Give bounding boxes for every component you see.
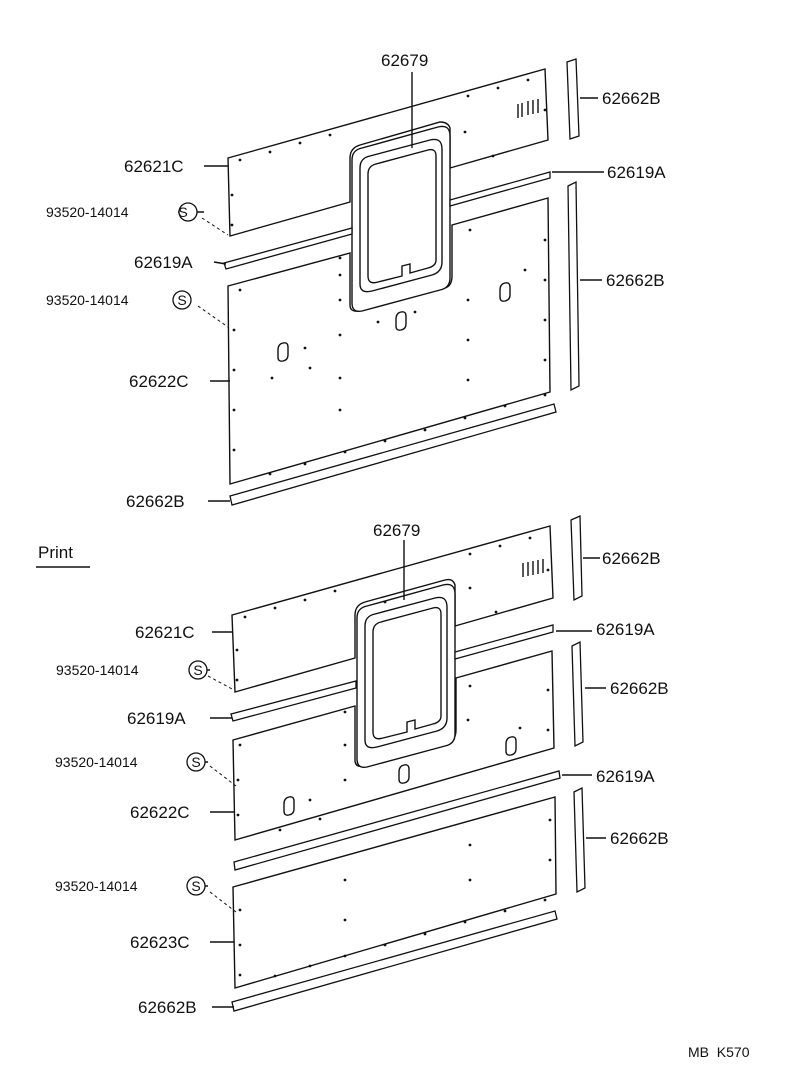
- bottom-assembly: 62679 62662B 62621C 62619A 93520-14014 S…: [55, 515, 669, 1017]
- bottom-window-frame: [356, 583, 456, 769]
- bottom-label-62621c: 62621C: [135, 623, 195, 642]
- bottom-label-62619a-left: 62619A: [127, 709, 186, 728]
- top-label-93520-b: 93520-14014: [46, 292, 129, 308]
- top-label-62662b-a: 62662B: [602, 89, 661, 108]
- bottom-slot-a: [505, 736, 517, 756]
- bottom-label-62662b-a: 62662B: [602, 549, 661, 568]
- top-window-frame: [351, 125, 451, 313]
- top-upper-panel: [227, 68, 549, 237]
- top-label-62619a-left: 62619A: [134, 253, 193, 272]
- top-label-62619a-right: 62619A: [607, 163, 666, 182]
- section-label: Print: [38, 543, 73, 562]
- top-symbol-circle-a: [178, 202, 198, 222]
- bottom-lower-panel: [232, 796, 557, 989]
- top-trim-vertical-a: [566, 58, 580, 140]
- bottom-symbol-letter-b: S: [191, 754, 200, 770]
- top-slot-a: [499, 282, 511, 302]
- bottom-label-62662b-bottom: 62662B: [138, 998, 197, 1017]
- bottom-symbol-circle-b: [186, 752, 206, 772]
- bottom-label-93520-c: 93520-14014: [55, 878, 138, 894]
- top-label-93520-a: 93520-14014: [46, 204, 129, 220]
- top-label-62662b-b: 62662B: [606, 271, 665, 290]
- top-label-62662b-bottom: 62662B: [126, 492, 185, 511]
- top-slot-c: [277, 342, 289, 362]
- top-slot-b: [395, 311, 407, 331]
- bottom-trim-vertical-b: [571, 640, 584, 748]
- top-trim-bottom: [229, 403, 557, 506]
- top-assembly: 62679 62662B 62621C 62619A 93520-14014 S…: [46, 51, 666, 511]
- bottom-slot-c: [283, 796, 295, 816]
- bottom-trim-bottom: [231, 910, 558, 1012]
- bottom-label-62662b-c: 62662B: [610, 829, 669, 848]
- bottom-trim-middle: [233, 770, 561, 871]
- top-trim-right: [449, 171, 551, 207]
- top-symbol-letter-b: S: [177, 292, 186, 308]
- bottom-label-62619a-right-b: 62619A: [596, 767, 655, 786]
- bottom-trim-right: [454, 624, 554, 660]
- bottom-trim-left: [230, 680, 357, 722]
- top-label-62679: 62679: [381, 51, 428, 70]
- top-trim-left: [223, 227, 353, 270]
- top-trim-vertical-b: [567, 180, 580, 392]
- top-louver: [517, 99, 539, 118]
- bottom-label-62679: 62679: [373, 521, 420, 540]
- top-label-62622c: 62622C: [129, 372, 189, 391]
- bottom-trim-vertical-a: [570, 515, 583, 602]
- bottom-label-62622c: 62622C: [130, 803, 190, 822]
- bottom-label-62662b-b: 62662B: [610, 679, 669, 698]
- bottom-louver: [522, 559, 544, 577]
- bottom-trim-vertical-c: [573, 786, 586, 894]
- footer-code: MB K570: [688, 1044, 750, 1060]
- bottom-upper-panel: [231, 525, 554, 693]
- bottom-label-93520-a: 93520-14014: [56, 662, 139, 678]
- bottom-label-62623c: 62623C: [130, 933, 190, 952]
- bottom-symbol-circle-c: [186, 876, 206, 896]
- top-symbol-letter-a: S: [178, 204, 187, 220]
- bottom-symbol-letter-a: S: [193, 662, 202, 678]
- top-label-62621c: 62621C: [124, 157, 184, 176]
- bottom-label-62619a-right-a: 62619A: [596, 620, 655, 639]
- bottom-label-93520-b: 93520-14014: [55, 754, 138, 770]
- bottom-slot-b: [398, 764, 410, 784]
- bottom-symbol-letter-c: S: [191, 878, 200, 894]
- top-symbol-circle-b: [172, 290, 192, 310]
- bottom-rivets: [235, 536, 552, 978]
- bottom-symbol-circle-a: [188, 660, 208, 680]
- top-rivets: [230, 78, 547, 476]
